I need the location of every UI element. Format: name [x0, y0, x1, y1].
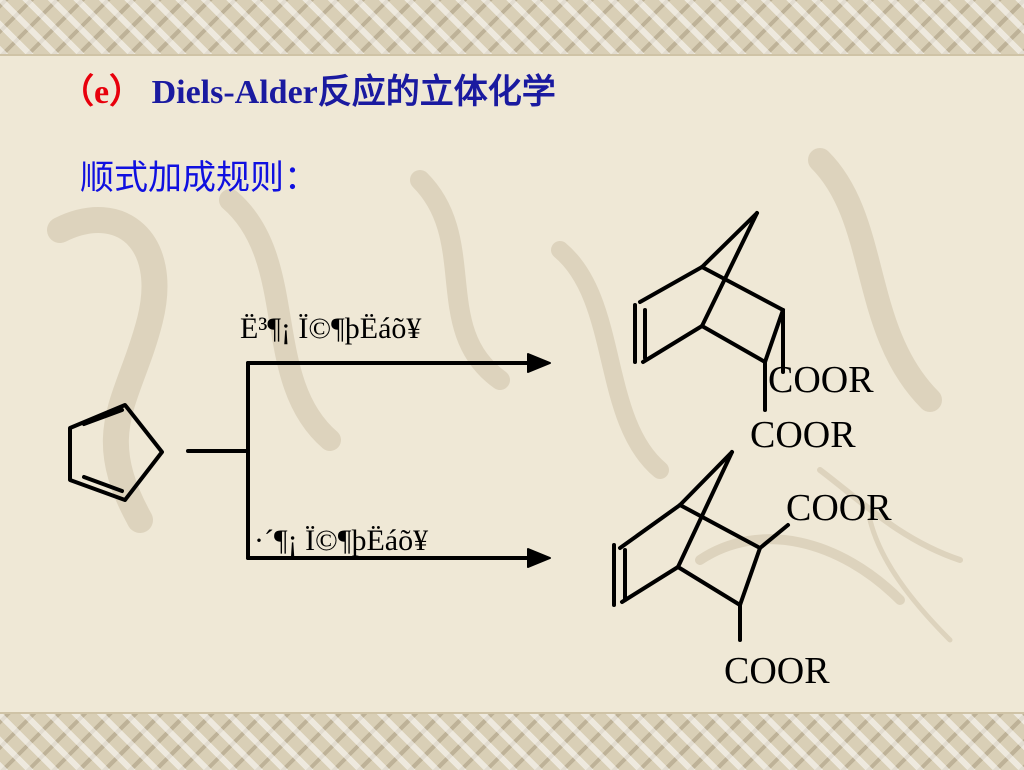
upper-arrow-head	[527, 353, 551, 373]
cyclopentadiene-structure	[68, 403, 164, 502]
cis-addition-rule-heading: 顺式加成规则：	[80, 158, 318, 198]
title-text: Diels-Alder反应的立体化学	[151, 74, 556, 111]
upper-product-coor-1: COOR	[768, 359, 874, 401]
upper-path-reagent-label: Ë³¶¡ Ï©¶þËáõ¥	[240, 312, 421, 345]
lower-product-structure	[612, 450, 790, 642]
bottom-decorative-border	[0, 712, 1024, 770]
lower-product-coor-1: COOR	[786, 487, 892, 529]
slide-title: （e） Diels-Alder反应的立体化学	[60, 64, 556, 113]
reaction-branch-lines	[186, 361, 537, 560]
lower-product-coor-2: COOR	[724, 650, 830, 692]
lower-path-reagent-label: ·´¶¡ Ï©¶þËáõ¥	[254, 524, 428, 557]
lower-arrow-head	[527, 548, 551, 568]
title-section-marker: （e）	[60, 74, 144, 111]
upper-product-structure	[633, 211, 785, 412]
upper-product-coor-2: COOR	[750, 414, 856, 456]
top-decorative-border	[0, 0, 1024, 56]
